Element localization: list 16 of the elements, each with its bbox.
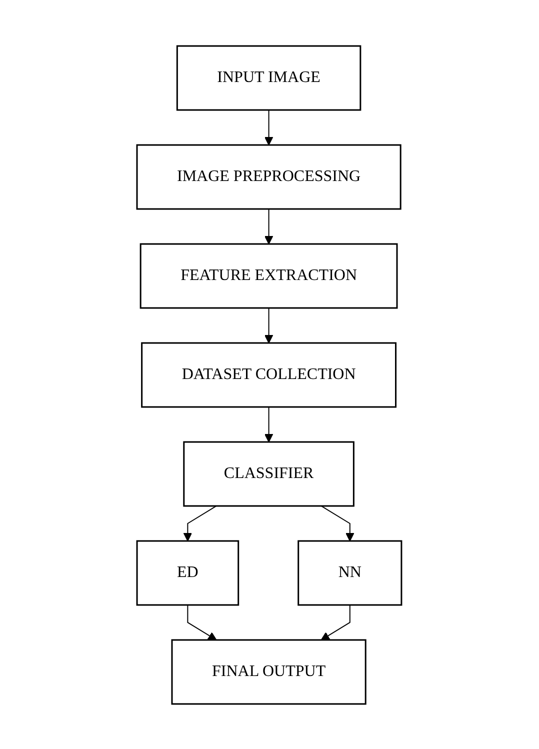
node-box: FEATURE EXTRACTION bbox=[140, 242, 398, 308]
node-box: INPUT IMAGE bbox=[176, 44, 362, 110]
arrow bbox=[184, 505, 218, 541]
node-box: FINAL OUTPUT bbox=[172, 638, 367, 704]
node-box: NN bbox=[298, 540, 402, 606]
arrow bbox=[264, 307, 274, 343]
node-box: IMAGE PREPROCESSING bbox=[136, 144, 402, 210]
arrow bbox=[264, 208, 274, 244]
arrow bbox=[321, 505, 355, 541]
arrow bbox=[187, 604, 218, 640]
node-box: ED bbox=[136, 540, 240, 606]
arrow bbox=[321, 604, 351, 640]
arrow bbox=[264, 406, 274, 442]
arrow bbox=[264, 109, 274, 145]
node-box: DATASET COLLECTION bbox=[141, 342, 397, 408]
node-box: CLASSIFIER bbox=[183, 440, 355, 506]
